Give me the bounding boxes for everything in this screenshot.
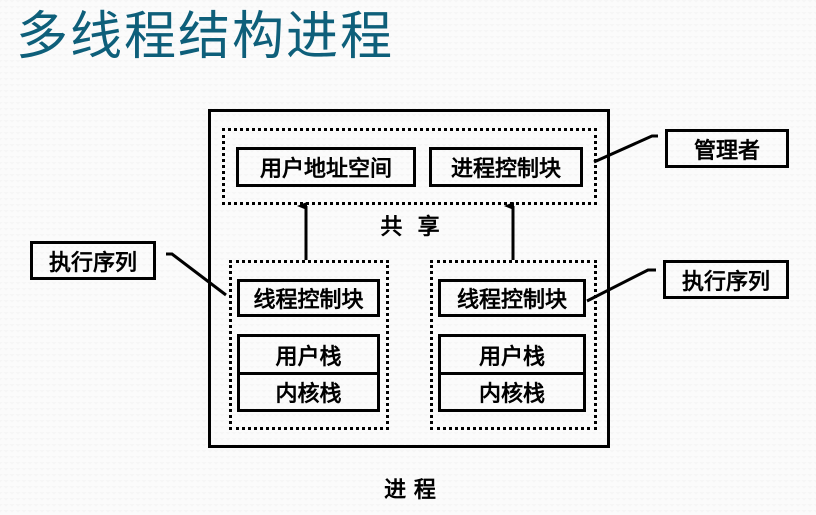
kernel-stack-right: 内核栈 (438, 372, 586, 412)
user-address-space-box: 用户地址空间 (236, 147, 416, 187)
thread-control-block-right: 线程控制块 (438, 279, 586, 317)
process-control-block-box: 进程控制块 (429, 147, 583, 187)
thread-region-right (430, 260, 597, 430)
execution-sequence-label-right: 执行序列 (663, 260, 789, 299)
manager-label: 管理者 (665, 129, 789, 168)
shared-caption: 共 享 (380, 215, 440, 240)
user-stack-left: 用户栈 (237, 334, 380, 375)
shared-region (222, 128, 597, 205)
thread-region-left (229, 260, 389, 430)
process-caption: 进 程 (384, 478, 436, 503)
process-box (208, 109, 610, 448)
slide-title: 多线程结构进程 (16, 7, 395, 67)
user-stack-right: 用户栈 (438, 334, 586, 375)
kernel-stack-left: 内核栈 (237, 372, 380, 412)
thread-control-block-left: 线程控制块 (237, 279, 380, 317)
execution-sequence-label-left: 执行序列 (30, 241, 156, 280)
manager-callout-line (593, 134, 658, 164)
